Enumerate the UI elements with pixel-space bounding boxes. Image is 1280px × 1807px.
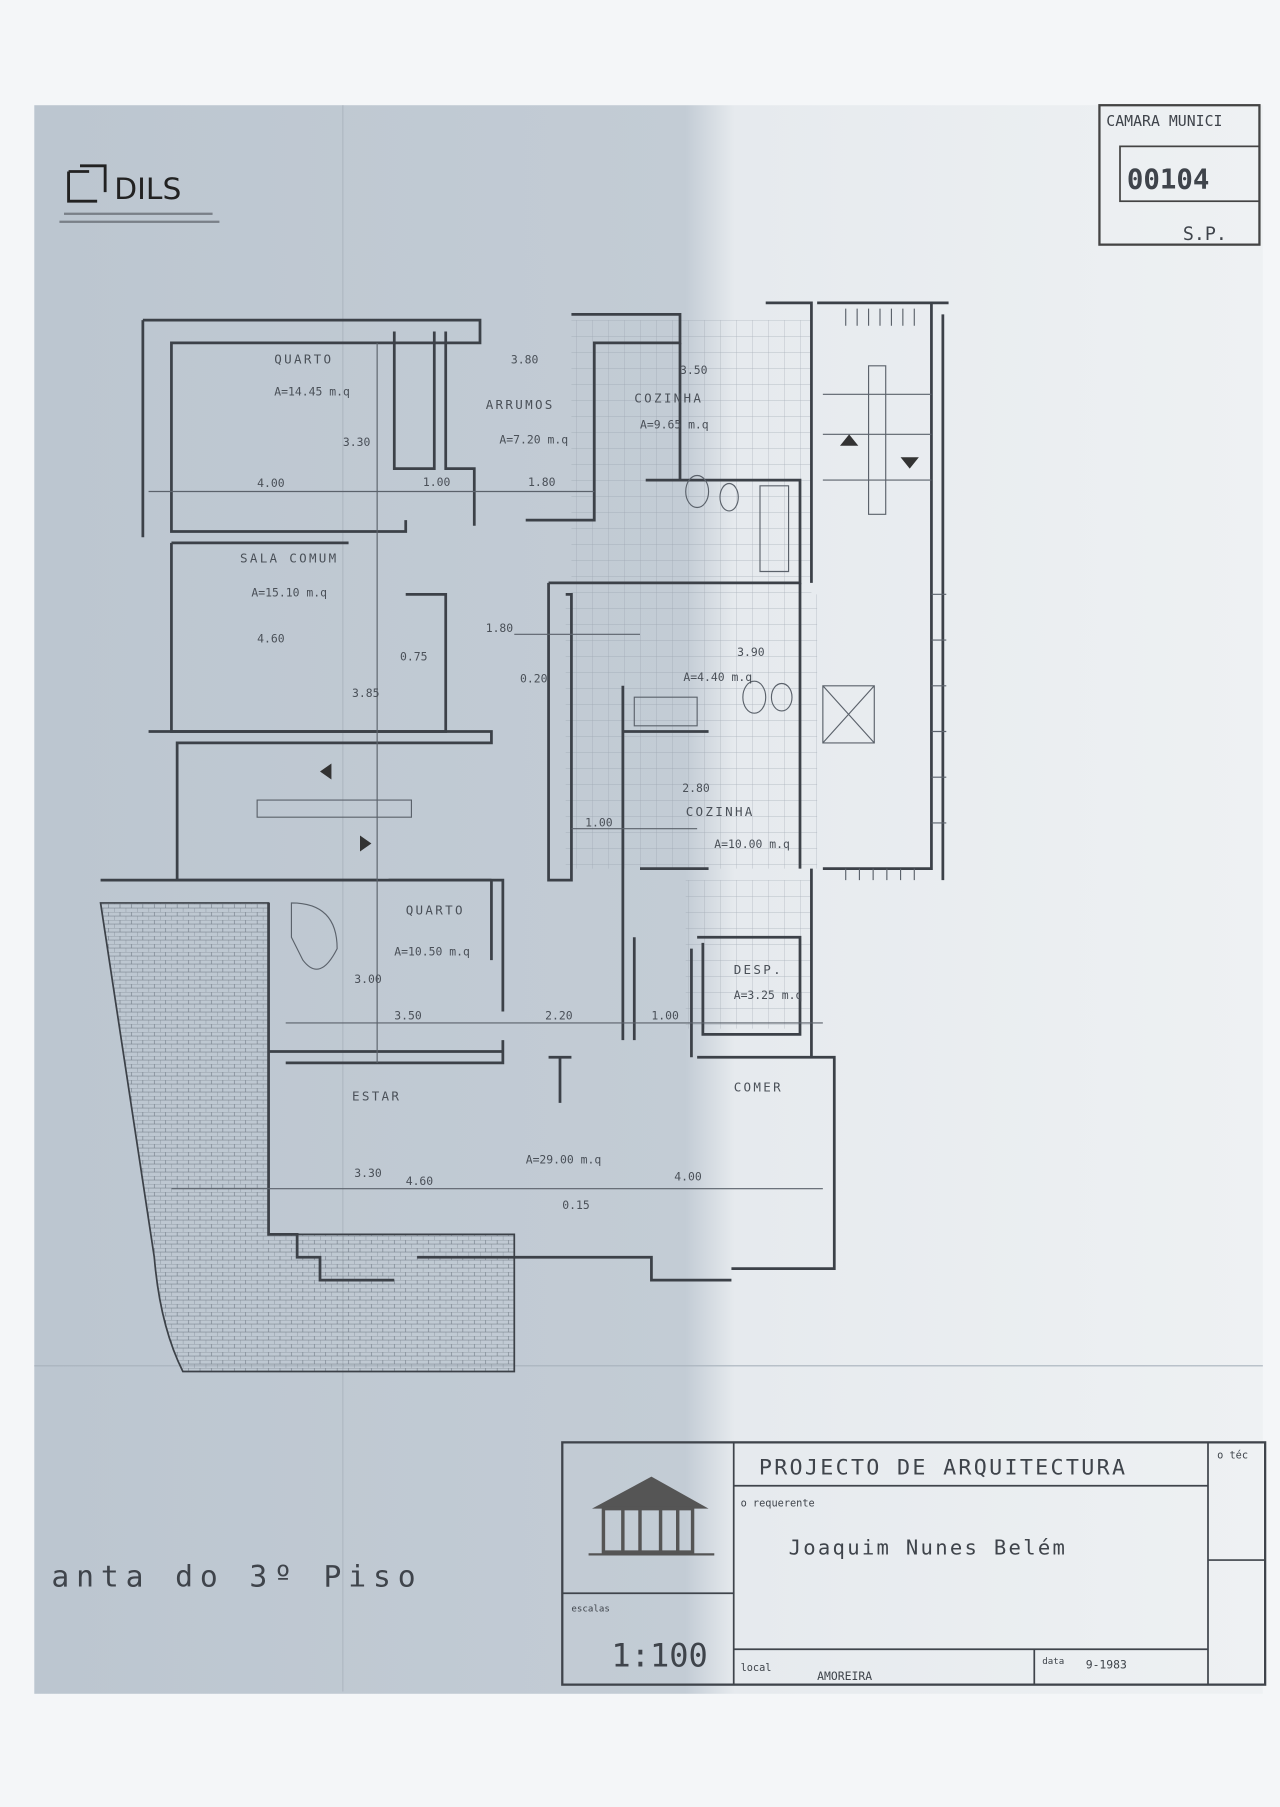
room-labels: QUARTO A=14.45 m.q ARRUMOS A=7.20 m.q CO…: [240, 352, 802, 1167]
room-area: A=14.45 m.q: [274, 385, 350, 399]
svg-text:o requerente: o requerente: [741, 1497, 815, 1509]
svg-text:3.50: 3.50: [680, 363, 708, 377]
svg-text:3.90: 3.90: [737, 645, 765, 659]
svg-text:9-1983: 9-1983: [1086, 1658, 1127, 1672]
svg-text:0.75: 0.75: [400, 650, 427, 664]
municipal-stamp: CAMARA MUNICI 00104 S.P.: [1098, 104, 1261, 246]
room-name: ESTAR: [352, 1089, 401, 1104]
room-area: A=15.10 m.q: [251, 586, 327, 600]
svg-text:1:100: 1:100: [611, 1636, 707, 1674]
svg-text:4.60: 4.60: [257, 631, 285, 645]
svg-text:0.15: 0.15: [562, 1198, 589, 1212]
svg-text:data: data: [1042, 1657, 1064, 1667]
svg-text:1.00: 1.00: [585, 815, 613, 829]
room-name: COZINHA: [686, 804, 755, 819]
title-block: PROJECTO DE ARQUITECTURA o requerente Jo…: [561, 1441, 1267, 1686]
svg-text:escalas: escalas: [571, 1604, 609, 1614]
svg-text:DILS: DILS: [114, 172, 181, 207]
walls: [100, 301, 949, 1282]
dimensions: 4.00 1.00 1.80 3.80 3.30 3.50 4.60 1.80 …: [148, 342, 823, 1212]
room-name: QUARTO: [406, 902, 465, 917]
room-area: A=10.50 m.q: [394, 944, 470, 958]
room-area: A=10.00 m.q: [714, 837, 790, 851]
svg-text:o téc: o téc: [1217, 1449, 1248, 1461]
svg-text:2.80: 2.80: [682, 781, 710, 795]
svg-text:3.85: 3.85: [352, 686, 379, 700]
dils-logo: DILS: [59, 164, 220, 223]
svg-text:00104: 00104: [1127, 165, 1210, 196]
svg-text:2.20: 2.20: [545, 1008, 573, 1022]
room-name: DESP.: [734, 962, 783, 977]
svg-text:4.00: 4.00: [257, 476, 285, 490]
svg-text:4.00: 4.00: [674, 1170, 702, 1184]
svg-text:3.30: 3.30: [343, 435, 371, 449]
room-name: SALA COMUM: [240, 550, 338, 565]
svg-text:4.60: 4.60: [406, 1174, 434, 1188]
room-area: A=9.65 m.q: [640, 418, 709, 432]
room-area: A=4.40 m.q: [683, 670, 752, 684]
svg-text:1.00: 1.00: [423, 475, 451, 489]
svg-text:0.20: 0.20: [520, 671, 548, 685]
room-area: A=29.00 m.q: [526, 1152, 602, 1166]
room-area: A=3.25 m.q: [734, 988, 803, 1002]
svg-text:PROJECTO DE ARQUITECTURA: PROJECTO DE ARQUITECTURA: [759, 1455, 1127, 1480]
svg-text:S.P.: S.P.: [1183, 224, 1227, 245]
room-name: ARRUMOS: [486, 397, 555, 412]
room-name: COMER: [734, 1079, 783, 1094]
svg-text:3.00: 3.00: [354, 972, 382, 986]
svg-text:1.80: 1.80: [486, 621, 514, 635]
room-name: COZINHA: [634, 390, 703, 405]
svg-text:AMOREIRA: AMOREIRA: [817, 1669, 872, 1683]
svg-text:CAMARA MUNICI: CAMARA MUNICI: [1106, 112, 1222, 130]
svg-text:1.00: 1.00: [651, 1008, 679, 1022]
room-name: QUARTO: [274, 352, 333, 367]
house-icon: [588, 1476, 715, 1556]
room-area: A=7.20 m.q: [499, 433, 568, 447]
svg-text:3.80: 3.80: [511, 353, 539, 367]
plan-title: anta do 3º Piso: [51, 1559, 422, 1594]
svg-text:local: local: [741, 1662, 772, 1674]
svg-text:1.80: 1.80: [528, 475, 556, 489]
svg-text:Joaquim Nunes Belém: Joaquim Nunes Belém: [789, 1535, 1068, 1559]
svg-text:3.50: 3.50: [394, 1008, 422, 1022]
svg-text:3.30: 3.30: [354, 1166, 382, 1180]
